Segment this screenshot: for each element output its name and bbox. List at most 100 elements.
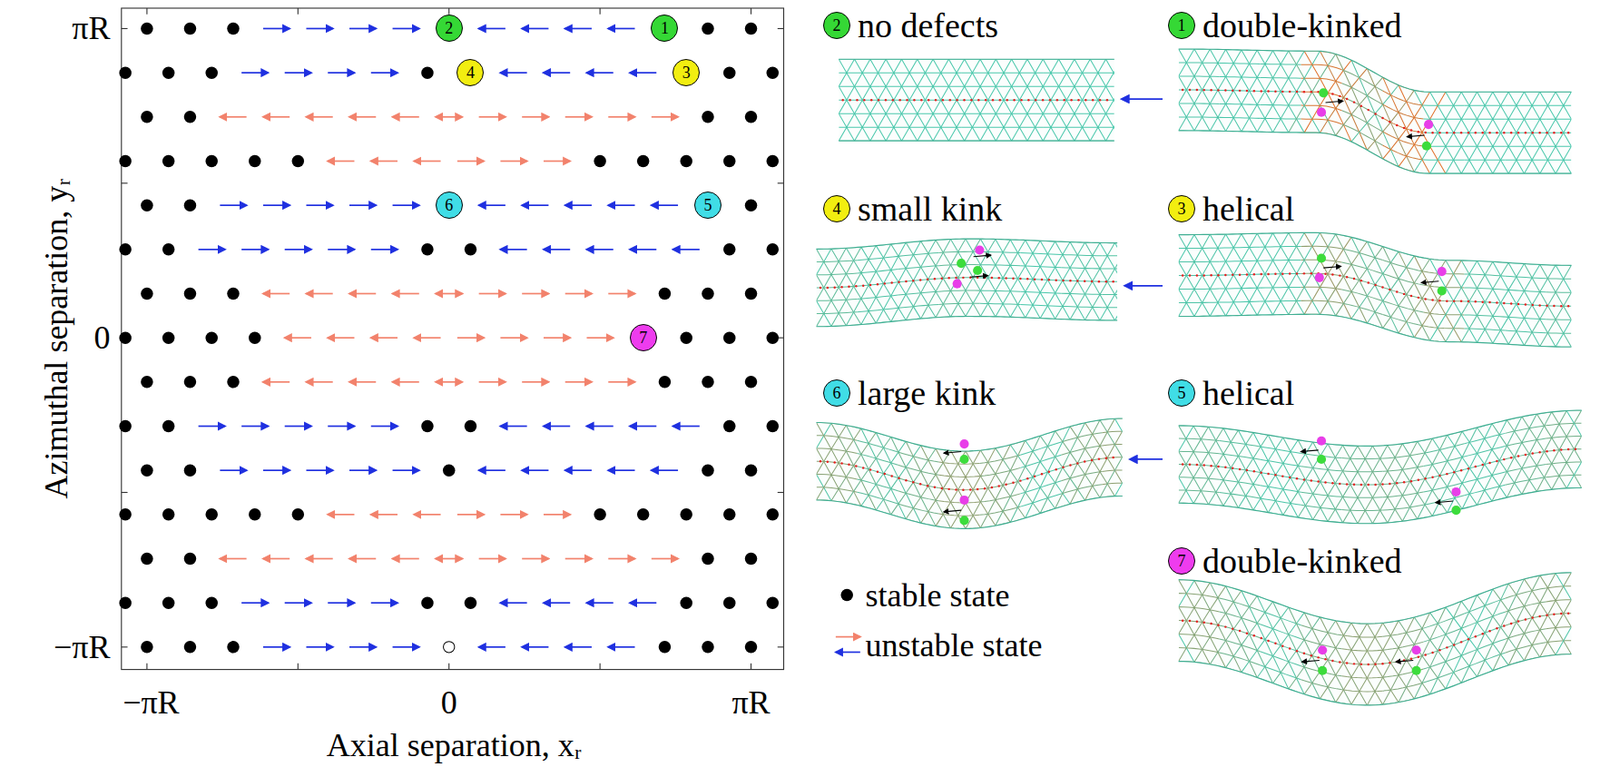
mesh-line	[1260, 471, 1302, 479]
centerline-dot	[890, 281, 893, 284]
centerline-dot	[1310, 654, 1313, 657]
mesh-line	[1545, 474, 1581, 478]
mesh-line	[1178, 75, 1220, 77]
centerline-dot	[1238, 468, 1241, 471]
mesh-line	[1253, 440, 1298, 511]
tube-edge	[815, 495, 1122, 529]
centerline-dot	[1076, 279, 1079, 282]
panel-heading: small kink	[857, 191, 1002, 226]
centerline-dot	[947, 276, 950, 279]
centerline-dot	[1367, 108, 1370, 111]
stable-dot	[723, 155, 736, 167]
centerline-dot	[1374, 284, 1376, 286]
mesh-line	[1241, 233, 1289, 316]
callout-circle: 3	[1168, 195, 1196, 223]
stable-dot	[701, 110, 714, 123]
mesh-line	[1178, 234, 1227, 317]
panel-heading: helical	[1202, 191, 1295, 226]
defect-dot	[974, 245, 984, 255]
flow-arrow	[198, 425, 226, 428]
mesh-line	[1020, 467, 1061, 481]
mesh-line	[1042, 99, 1084, 101]
mesh-line	[1178, 607, 1220, 612]
mesh-line	[1106, 58, 1154, 141]
stable-dot	[766, 420, 779, 432]
mesh-line	[1114, 243, 1159, 321]
burgers-arrow	[1435, 500, 1453, 503]
mesh-line	[1545, 599, 1571, 602]
state-panel: no defects 2	[823, 11, 1117, 146]
mesh-line	[1101, 255, 1118, 256]
centerline-dot	[883, 472, 886, 475]
centerline-dot	[1381, 482, 1384, 485]
centerline-dot	[1288, 90, 1291, 93]
mesh-line	[1555, 91, 1600, 174]
centerline-dot	[1288, 476, 1291, 479]
centerline-dot	[1502, 624, 1505, 627]
mesh-line	[1301, 466, 1343, 472]
centerline-dot	[1266, 639, 1269, 642]
burgers-arrow	[1301, 450, 1319, 452]
mesh-line	[1260, 498, 1302, 505]
mesh-line	[1194, 234, 1242, 317]
centerline-dot	[1027, 98, 1030, 101]
mesh-line	[1020, 253, 1061, 256]
mesh-line	[1178, 302, 1220, 304]
callout-circle: 5	[1168, 379, 1196, 407]
centerline-dot	[1203, 621, 1206, 624]
defect-dot	[959, 495, 969, 505]
centerline-dot	[1374, 663, 1376, 666]
mesh-line	[1219, 246, 1261, 249]
flow-arrow	[608, 469, 635, 472]
callout-circle: 2	[823, 11, 851, 40]
centerline-dot	[1026, 477, 1029, 480]
mesh-line	[1253, 431, 1298, 518]
mesh-line	[1020, 304, 1061, 307]
centerline-dot	[999, 98, 1002, 101]
mesh-line	[1209, 233, 1257, 316]
mesh-line	[838, 127, 880, 128]
centerline-dot	[941, 487, 943, 490]
flow-arrow	[327, 71, 354, 74]
stable-dot	[184, 640, 197, 653]
stable-dot	[421, 243, 433, 256]
mesh-line	[1085, 422, 1130, 497]
mesh-line	[815, 298, 857, 301]
centerline-dot	[1367, 663, 1370, 666]
centerline-dot	[1445, 131, 1448, 134]
mesh-line	[861, 428, 906, 520]
centerline-dot	[1423, 477, 1426, 480]
mesh-line	[1273, 50, 1321, 132]
centerline-dot	[1231, 467, 1234, 470]
mesh-line	[1042, 58, 1090, 141]
stable-dot	[205, 508, 217, 521]
defect-dot	[1422, 141, 1432, 151]
mesh-line	[1085, 418, 1130, 501]
stable-dot	[745, 198, 757, 211]
centerline-dot	[1474, 635, 1477, 638]
tube-edge	[815, 418, 1122, 452]
centerline-dot	[1552, 304, 1555, 307]
mesh-line	[831, 432, 876, 501]
mesh-line	[1445, 91, 1493, 174]
mesh-line	[891, 436, 936, 526]
mesh-line	[1178, 102, 1220, 104]
centerline-dot	[877, 98, 880, 101]
centerline-dot	[1488, 461, 1491, 464]
mesh-line	[815, 422, 857, 428]
flow-arrow	[587, 71, 614, 74]
flow-arrow	[371, 336, 398, 339]
mesh-line	[1545, 105, 1571, 107]
stable-dot	[292, 155, 305, 167]
panel-heading: no defects	[857, 8, 999, 43]
mesh-line	[856, 491, 898, 504]
mesh-line	[1319, 68, 1367, 133]
centerline-dot	[1266, 273, 1269, 275]
centerline-dot	[1538, 304, 1541, 306]
centerline-dot	[1238, 273, 1241, 275]
stable-dot	[162, 66, 175, 79]
mesh-line	[905, 441, 951, 528]
callout-number: 2	[832, 17, 841, 34]
flow-arrow	[608, 116, 635, 118]
mesh-line	[1504, 275, 1546, 279]
